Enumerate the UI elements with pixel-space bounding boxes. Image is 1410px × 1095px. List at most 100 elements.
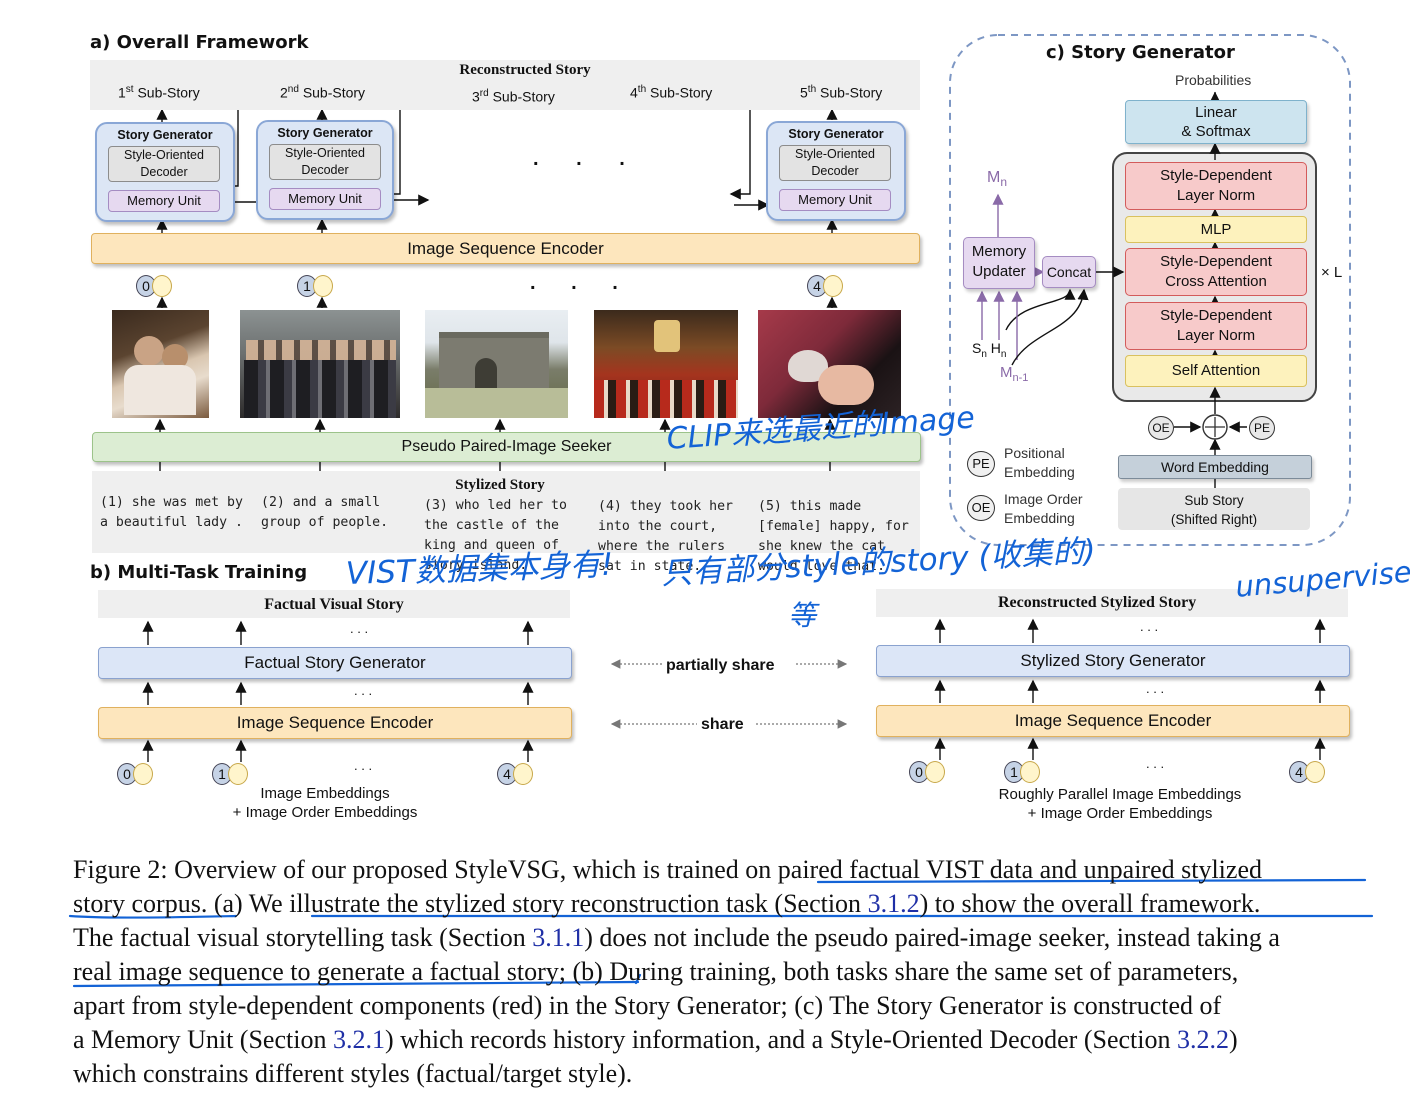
ellipsis-top: . . . [533,148,625,170]
sd-layer-norm-bottom: Style-Dependent Layer Norm [1125,302,1307,350]
legend-oe-text: Image Order Embedding [1004,490,1083,528]
decoder-label-1: Style-Oriented [124,148,204,162]
order-embedding-icon [133,763,153,785]
sd-layer-norm-top-line1: Style-Dependent [1160,167,1272,184]
decoder-label-2: Decoder [301,163,349,177]
image-sequence-encoder-b-right: Image Sequence Encoder [876,705,1350,737]
story-generator-2: Story Generator Style-Oriented Decoder M… [256,120,394,220]
story-generator-dashed-frame [949,34,1351,546]
stylized-story-generator: Stylized Story Generator [876,645,1350,677]
self-attention-box: Self Attention [1125,355,1307,387]
order-embedding-icon [925,761,945,783]
ellipsis-b-left-3: . . . [354,758,373,773]
softmax-label: & Softmax [1181,123,1251,140]
ref-3-1-1[interactable]: 3.1.1 [532,923,585,952]
memory-unit: Memory Unit [779,189,891,211]
memory-updater-box: Memory Updater [963,237,1035,289]
word-embedding-box: Word Embedding [1118,455,1312,479]
handwritten-vist-note: VIST数据集本身有! [345,546,614,592]
story-image-3 [425,310,568,418]
factual-story-band [98,590,570,618]
stylized-sentence-4: (4) they took her into the court, where … [598,499,733,574]
legend-pe-text: Positional Embedding [1004,444,1075,482]
ellipsis-b-right-3: . . . [1146,756,1165,771]
pe-circle: PE [1249,416,1275,440]
sd-layer-norm-bottom-line2: Layer Norm [1176,327,1256,344]
substory-1: 1st Sub-Story [118,84,200,101]
ellipsis-b-left-2: . . . [354,683,373,698]
caption-line-6: a Memory Unit (Section 3.2.1) which reco… [73,1025,1238,1054]
story-image-2 [240,310,400,418]
order-embedding-icon [513,763,533,785]
m-n1-label: Mn-1 [1000,364,1029,384]
story-image-5 [758,310,901,418]
ellipsis-b-right-1: . . . [1140,619,1159,634]
b-right-emb-line1: Roughly Parallel Image Embeddings [998,786,1242,803]
caption-line-5: apart from style-dependent components (r… [73,991,1222,1020]
caption-line-2: story corpus. (a) We illustrate the styl… [73,889,1261,918]
oe-circle: OE [1148,416,1174,440]
sd-cross-line1: Style-Dependent [1160,253,1272,270]
stylized-sentence-2: (2) and a small group of people. [261,495,389,530]
memory-updater-line2: Updater [972,263,1026,280]
ref-3-2-2[interactable]: 3.2.2 [1177,1025,1229,1054]
order-embedding-icon [313,275,333,297]
story-generator-5: Story Generator Style-Oriented Decoder M… [766,121,906,221]
linear-label: Linear [1195,104,1237,121]
decoder-label-1: Style-Oriented [285,146,365,160]
ref-3-2-1[interactable]: 3.2.1 [332,1025,385,1054]
memory-updater-line1: Memory [971,243,1027,260]
stylized-sentence-5: (5) this made [female] happy, for she kn… [758,499,909,574]
sub-story-box: Sub Story (Shifted Right) [1118,488,1310,530]
partially-share-label: partially share [666,657,775,674]
ellipsis-b-right-2: . . . [1146,681,1165,696]
figure-caption: Figure 2: Overview of our proposed Style… [73,853,1373,1091]
image-sequence-encoder-b-left: Image Sequence Encoder [98,707,572,739]
substory-4: 4th Sub-Story [630,84,713,101]
factual-story-generator: Factual Story Generator [98,647,572,679]
story-generator-1: Story Generator Style-Oriented Decoder M… [95,122,235,222]
sub-story-line1: Sub Story [1184,493,1244,508]
story-generator-label: Story Generator [117,128,213,142]
m-n-label: Mn [987,169,1008,190]
story-image-4 [594,310,738,418]
caption-line-3: The factual visual storytelling task (Se… [73,923,1280,952]
stylized-sentence-1: (1) she was met by a beautiful lady . [100,495,243,530]
concat-box: Concat [1042,256,1096,288]
legend-oe-line1: Image Order [1004,491,1083,507]
decoder-box: Style-Oriented Decoder [108,146,220,182]
times-l-label: × L [1321,264,1343,281]
decoder-label-1: Style-Oriented [795,147,875,161]
stylized-sentence-3: (3) who led her to the castle of the kin… [424,498,567,573]
handwritten-partial-note-2: 等 [788,599,817,632]
order-embedding-icon [1305,761,1325,783]
ellipsis-b-left-1: . . . [350,621,369,636]
linear-softmax-box: Linear & Softmax [1125,100,1307,144]
b-left-emb-line2: + Image Order Embeddings [232,804,418,821]
sd-cross-line2: Cross Attention [1165,273,1267,290]
substory-2: 2nd Sub-Story [280,84,366,101]
legend-pe-line1: Positional [1004,445,1065,461]
story-generator-label: Story Generator [277,126,373,140]
story-image-1 [112,310,209,418]
story-generator-label: Story Generator [788,127,884,141]
sd-layer-norm-bottom-line1: Style-Dependent [1160,307,1272,324]
caption-line-1: Figure 2: Overview of our proposed Style… [73,855,1262,884]
s-n-h-n-label: Sn Hn [972,340,1007,360]
sub-story-line2: (Shifted Right) [1170,512,1258,527]
ref-3-1-2[interactable]: 3.1.2 [867,889,920,918]
legend-pe-circle: PE [967,451,995,477]
caption-line-4: real image sequence to generate a factua… [73,957,1239,986]
factual-visual-story-label: Factual Visual Story [264,596,404,613]
sd-cross-attention: Style-Dependent Cross Attention [1125,248,1307,296]
reconstructed-story-band [90,60,920,110]
reconstructed-story-label: Reconstructed Story [459,62,591,78]
reconstructed-stylized-story-label: Reconstructed Stylized Story [998,594,1197,611]
legend-oe-line2: Embedding [1004,510,1075,526]
section-c-title: c) Story Generator [1046,42,1235,63]
order-embedding-icon [823,275,843,297]
ellipsis-mid: . . . [530,272,618,294]
sd-layer-norm-top-line2: Layer Norm [1176,187,1256,204]
stylized-story-band [92,471,920,553]
section-b-title: b) Multi-Task Training [90,562,308,583]
